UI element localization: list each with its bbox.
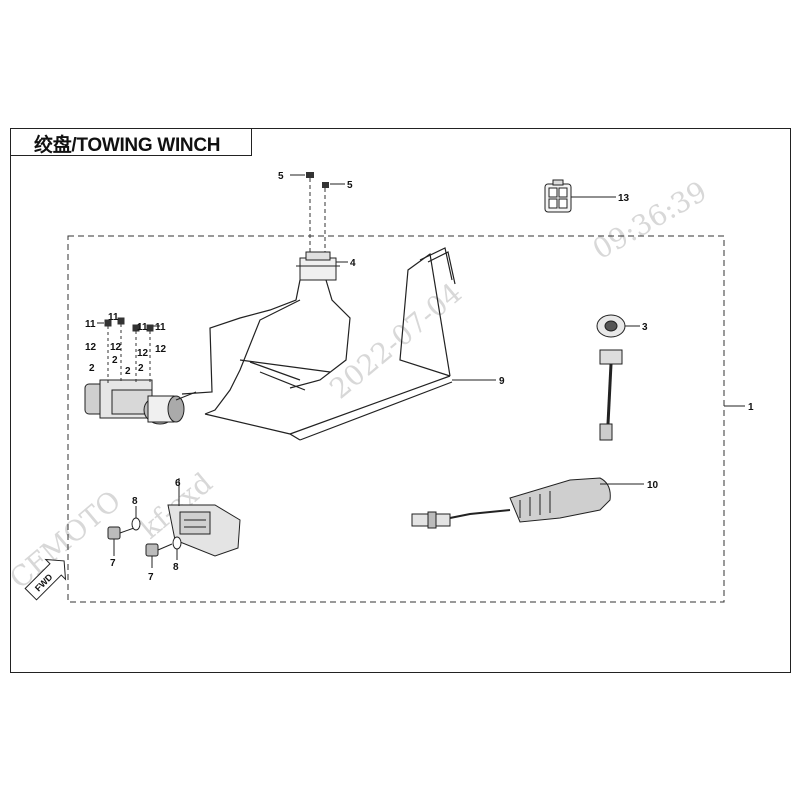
callout-13: 13 — [618, 193, 630, 204]
callout-8b: 8 — [173, 562, 179, 573]
callout-11a: 11 — [85, 319, 96, 330]
callout-5a: 5 — [278, 171, 284, 182]
contactor-part4 — [296, 251, 340, 281]
callout-2a: 2 — [89, 363, 95, 374]
watermark-date: 2022-07-04 — [323, 276, 468, 405]
callout-6: 6 — [175, 478, 181, 489]
screw-part5 — [306, 172, 329, 258]
callout-12a: 12 — [85, 342, 97, 353]
bolt-part7 — [107, 526, 173, 557]
callout-9: 9 — [499, 376, 505, 387]
callout-12d: 12 — [155, 344, 167, 355]
callout-7a: 7 — [110, 558, 116, 569]
diagram-frame — [10, 128, 791, 673]
callout-12c: 12 — [137, 348, 149, 359]
wiring-harness-part9 — [181, 247, 456, 441]
callout-10: 10 — [647, 480, 659, 491]
callout-11b: 11 — [108, 312, 119, 323]
remote-control-part10 — [411, 477, 611, 529]
callout-8a: 8 — [132, 496, 138, 507]
callout-3: 3 — [642, 322, 648, 333]
callout-7b: 7 — [148, 572, 154, 583]
callout-2b: 2 — [112, 355, 118, 366]
assembly-boundary — [67, 235, 725, 603]
watermark-time: 09:36:39 — [587, 175, 712, 266]
callout-11d: 11 — [155, 322, 166, 333]
connector-plug-part13 — [544, 179, 572, 213]
callout-4: 4 — [350, 258, 356, 269]
callout-2c: 2 — [125, 366, 131, 377]
callout-11c: 11 — [137, 322, 148, 333]
callout-2d: 2 — [138, 363, 144, 374]
rocker-switch-part3 — [596, 314, 626, 441]
diagram-title: 绞盘/TOWING WINCH — [34, 135, 221, 156]
title-box — [10, 128, 252, 156]
bolt-stack-left — [104, 317, 154, 384]
fairlead-part6 — [167, 504, 241, 557]
winch-motor-assembly — [84, 379, 197, 425]
callout-5b: 5 — [347, 180, 353, 191]
callout-12b: 12 — [110, 342, 122, 353]
callout-1: 1 — [748, 402, 754, 413]
